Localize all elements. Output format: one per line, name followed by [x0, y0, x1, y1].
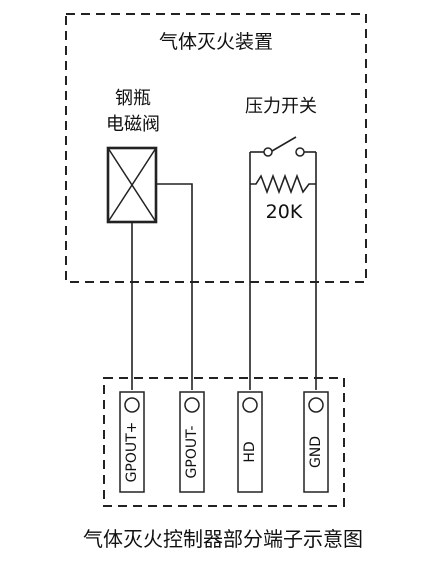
valve-label-line1: 钢瓶	[115, 88, 151, 109]
device-title: 气体灭火装置	[159, 31, 273, 53]
terminal-gpout-minus: GPOUT-	[179, 391, 205, 493]
terminal-label: GPOUT-	[184, 426, 200, 479]
pressure-switch: 压力开关 20K	[245, 96, 317, 390]
valve-wires	[131, 183, 193, 390]
terminal-screw	[242, 397, 258, 413]
device-boundary	[65, 13, 367, 283]
switch-label: 压力开关	[245, 96, 317, 117]
switch-blade	[271, 136, 297, 152]
solenoid-valve: 钢瓶 电磁阀	[106, 88, 160, 224]
terminal-screw	[124, 397, 140, 413]
terminal-label: GPOUT+	[124, 422, 140, 483]
valve-label-line2: 电磁阀	[106, 114, 160, 135]
extinguishing-device: 气体灭火装置	[65, 13, 367, 283]
terminal-gpout-plus: GPOUT+	[119, 391, 145, 493]
terminal-label: HD	[242, 441, 258, 462]
switch-contact-right	[295, 147, 305, 157]
resistor-value: 20K	[266, 201, 303, 223]
switch-contact-left	[263, 147, 273, 157]
terminal-hd: HD	[237, 391, 263, 493]
resistor-zigzag	[250, 173, 316, 195]
terminal-label: GND	[308, 436, 324, 468]
terminal-block: GPOUT+ GPOUT- HD GND	[103, 377, 345, 507]
valve-wire-right	[156, 183, 193, 390]
terminal-screw	[308, 397, 324, 413]
valve-cross-b	[107, 147, 157, 223]
diagram-caption: 气体灭火控制器部分端子示意图	[83, 527, 363, 551]
terminal-gnd: GND	[303, 391, 329, 493]
terminal-block-boundary	[103, 377, 345, 507]
terminal-screw	[184, 397, 200, 413]
